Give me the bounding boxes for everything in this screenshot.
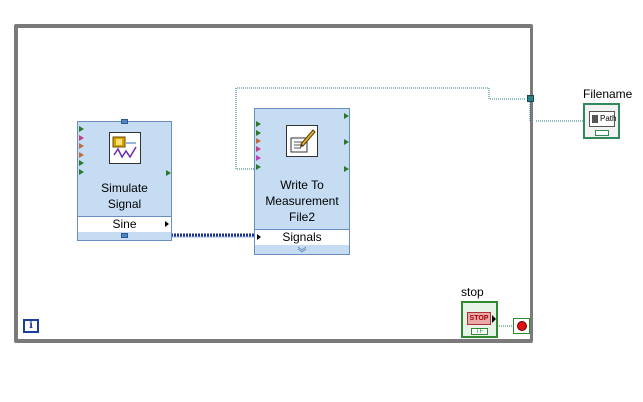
simulate-signal-icon bbox=[109, 132, 141, 164]
simulate-signal-express-vi[interactable]: Simulate Signal Sine bbox=[77, 119, 172, 241]
expand-handle[interactable] bbox=[255, 245, 349, 254]
stop-button-icon: STOP bbox=[467, 312, 491, 325]
terminal-tick bbox=[79, 126, 84, 132]
sine-output-terminal[interactable]: Sine bbox=[78, 216, 171, 232]
while-loop-frame[interactable] bbox=[14, 24, 533, 343]
error-out-terminal[interactable] bbox=[121, 233, 128, 238]
chevron-down-icon bbox=[297, 246, 307, 253]
terminal-tick bbox=[79, 135, 84, 141]
terminal-tick bbox=[344, 113, 349, 119]
loop-condition-terminal[interactable] bbox=[513, 318, 530, 334]
filename-indicator[interactable]: Path bbox=[583, 103, 620, 139]
dynamic-data-wire[interactable] bbox=[171, 233, 256, 238]
stop-if-true-icon bbox=[517, 321, 527, 331]
terminal-tick bbox=[256, 121, 261, 127]
path-type-badge bbox=[595, 130, 609, 136]
terminal-tick bbox=[79, 169, 84, 175]
path-icon bbox=[592, 115, 598, 123]
simulate-signal-title: Simulate Signal bbox=[101, 181, 148, 211]
write-file-icon bbox=[286, 125, 318, 157]
terminal-tick bbox=[256, 130, 261, 136]
path-wire[interactable] bbox=[235, 87, 583, 170]
simulate-signal-footer bbox=[78, 232, 171, 240]
write-measurement-file-express-vi[interactable]: Write To Measurement File2 Signals bbox=[254, 108, 350, 255]
terminal-tick bbox=[256, 164, 261, 170]
terminal-tick bbox=[166, 170, 171, 176]
boolean-type-badge: TF bbox=[471, 328, 488, 335]
terminal-tick bbox=[79, 143, 84, 149]
terminal-tick bbox=[344, 166, 349, 172]
terminal-tick bbox=[256, 146, 261, 152]
signals-input-terminal[interactable]: Signals bbox=[255, 229, 349, 245]
terminal-tick bbox=[256, 138, 261, 144]
output-arrow-icon bbox=[165, 221, 169, 227]
filename-label: Filename bbox=[583, 87, 633, 101]
terminal-tick bbox=[256, 155, 261, 161]
write-file-title: Write To Measurement File2 bbox=[265, 178, 339, 224]
loop-tunnel[interactable] bbox=[527, 95, 534, 102]
output-arrow-icon bbox=[492, 315, 496, 323]
iteration-terminal[interactable]: i bbox=[23, 319, 39, 333]
stop-control[interactable]: STOP TF bbox=[461, 301, 498, 338]
stop-label: stop bbox=[461, 285, 484, 299]
terminal-tick bbox=[344, 139, 349, 145]
input-arrow-icon bbox=[257, 234, 261, 240]
path-display: Path bbox=[589, 111, 616, 127]
terminal-tick bbox=[79, 160, 84, 166]
terminal-tick bbox=[79, 152, 84, 158]
error-in-terminal[interactable] bbox=[121, 119, 128, 124]
